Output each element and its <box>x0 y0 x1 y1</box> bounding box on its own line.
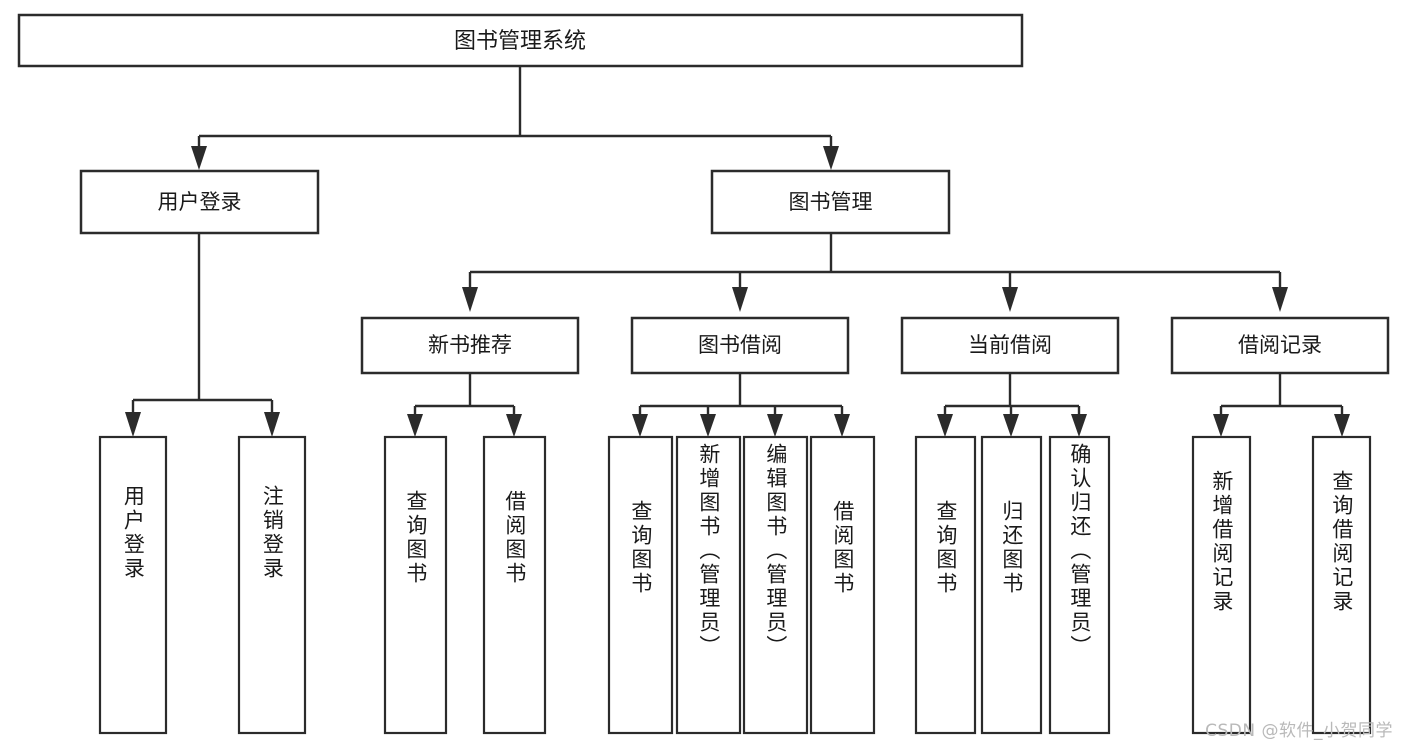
node-borrow-record-label: 借阅记录 <box>1238 333 1322 357</box>
leaf-box-user-login-1[interactable] <box>237 435 307 735</box>
arrow-leaf-n1 <box>407 414 423 437</box>
node-root-label: 图书管理系统 <box>454 29 586 54</box>
arrow-leaf-u2 <box>264 412 280 437</box>
arrow-book-borrow <box>732 287 748 312</box>
node-new-book-recommend[interactable]: 新书推荐 <box>360 316 580 375</box>
node-root[interactable]: 图书管理系统 <box>17 13 1024 68</box>
node-book-borrow-label: 图书借阅 <box>698 333 782 357</box>
leaf-box-book-borrow-3[interactable] <box>809 435 876 735</box>
leaf-box-current-borrow-1[interactable] <box>980 435 1043 735</box>
node-borrow-record[interactable]: 借阅记录 <box>1170 316 1390 375</box>
leaf-box-user-login-0[interactable] <box>98 435 168 735</box>
leaf-box-borrow-record-0[interactable] <box>1191 435 1252 735</box>
leaf-box-current-borrow-0[interactable] <box>914 435 977 735</box>
connector-user-login-to-leaves <box>125 233 280 437</box>
node-current-borrow[interactable]: 当前借阅 <box>900 316 1120 375</box>
arrow-leaf-b3 <box>767 414 783 437</box>
arrow-borrow-record <box>1272 287 1288 312</box>
arrow-new-book <box>462 287 478 312</box>
leaf-box-borrow-record-1[interactable] <box>1311 435 1372 735</box>
node-book-borrow-box[interactable] <box>630 316 850 375</box>
leaf-box-book-borrow-0[interactable] <box>607 435 674 735</box>
arrow-leaf-u1 <box>125 412 141 437</box>
arrow-leaf-c2 <box>1003 414 1019 437</box>
connector-book-borrow-to-leaves <box>632 373 850 437</box>
node-book-management[interactable]: 图书管理 <box>710 169 951 235</box>
leaf-box-book-borrow-2[interactable] <box>742 435 809 735</box>
node-user-login[interactable]: 用户登录 <box>79 169 320 235</box>
node-current-borrow-label: 当前借阅 <box>968 333 1052 357</box>
connector-new-book-to-leaves <box>407 373 522 437</box>
node-book-borrow[interactable]: 图书借阅 <box>630 316 850 375</box>
arrow-leaf-b2 <box>700 414 716 437</box>
csdn-watermark: CSDN @软件_小贺同学 <box>1205 721 1393 741</box>
node-current-borrow-box[interactable] <box>900 316 1120 375</box>
node-root-box[interactable] <box>17 13 1024 68</box>
connector-borrow-record-to-leaves <box>1213 373 1350 437</box>
connector-root-to-level1 <box>191 66 839 170</box>
leaf-box-new-book-0[interactable] <box>383 435 448 735</box>
arrow-user-login <box>191 146 207 170</box>
arrow-leaf-c1 <box>937 414 953 437</box>
arrow-leaf-c3 <box>1071 414 1087 437</box>
arrow-leaf-r2 <box>1334 414 1350 437</box>
node-new-book-recommend-label: 新书推荐 <box>428 333 512 357</box>
arrow-leaf-n2 <box>506 414 522 437</box>
node-book-management-label: 图书管理 <box>789 190 873 214</box>
arrow-leaf-r1 <box>1213 414 1229 437</box>
node-new-book-recommend-box[interactable] <box>360 316 580 375</box>
arrow-leaf-b1 <box>632 414 648 437</box>
leaf-box-current-borrow-2[interactable] <box>1048 435 1111 735</box>
leaf-box-new-book-1[interactable] <box>482 435 547 735</box>
node-borrow-record-box[interactable] <box>1170 316 1390 375</box>
arrow-current-borrow <box>1002 287 1018 312</box>
node-book-management-box[interactable] <box>710 169 951 235</box>
connector-book-mgmt-to-level2 <box>462 233 1288 312</box>
arrow-book-mgmt <box>823 146 839 170</box>
node-user-login-label: 用户登录 <box>158 190 242 214</box>
leaf-box-book-borrow-1[interactable] <box>675 435 742 735</box>
arrow-leaf-b4 <box>834 414 850 437</box>
connector-current-borrow-to-leaves <box>937 373 1087 437</box>
